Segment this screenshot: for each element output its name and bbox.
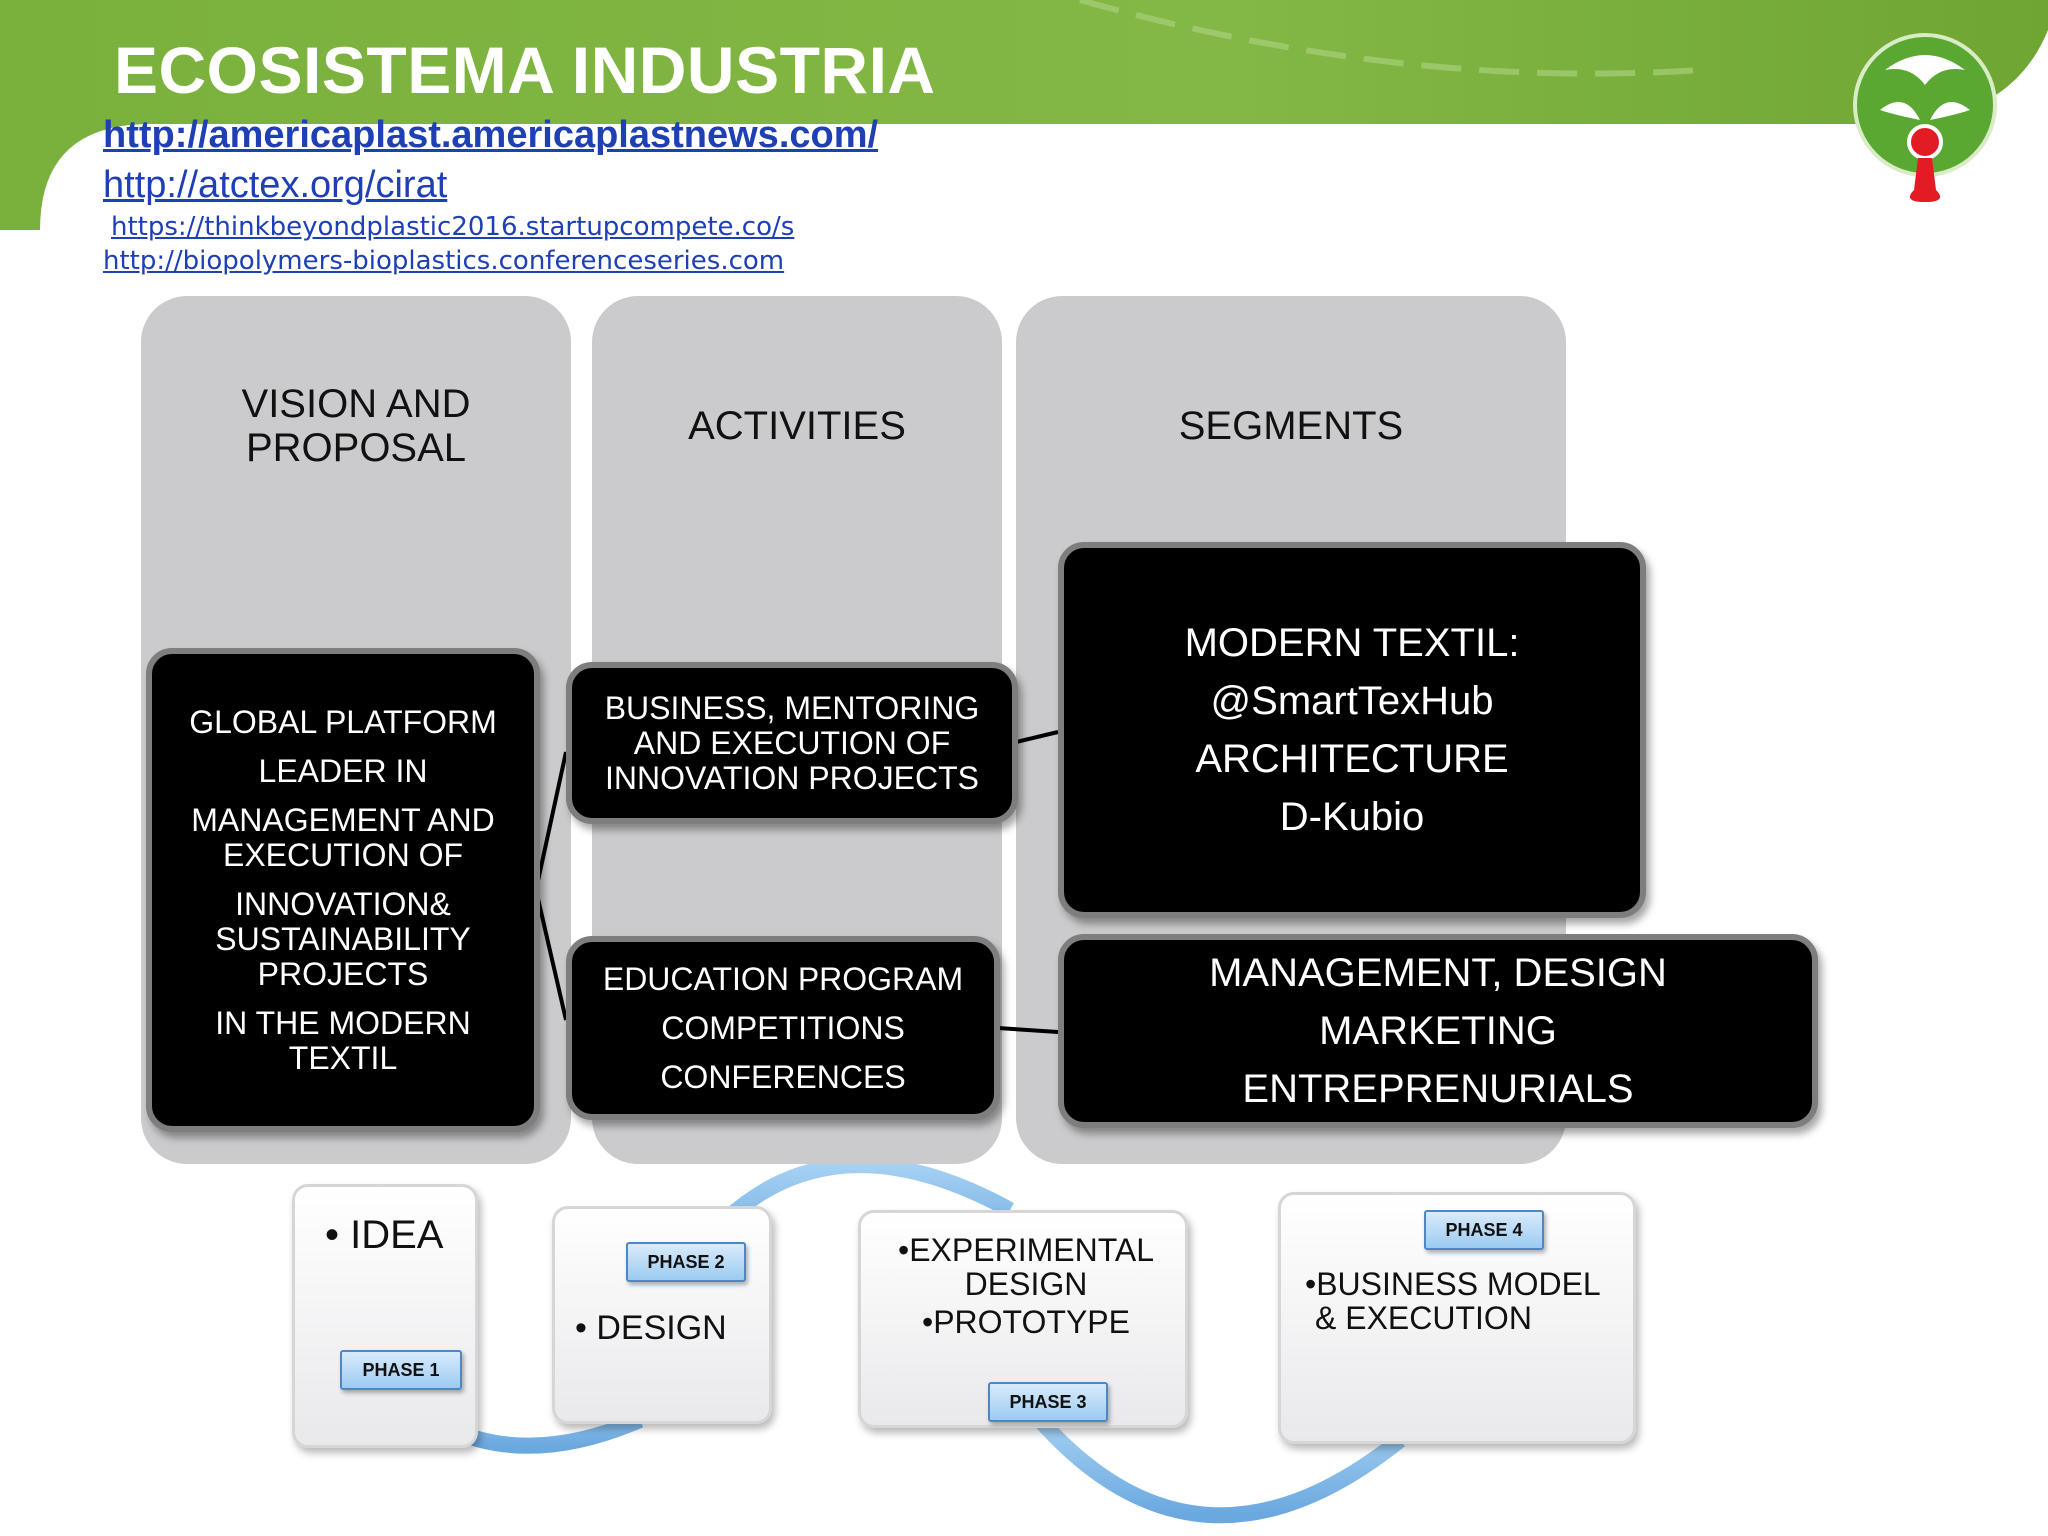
phase-4-line-2: & EXECUTION: [1315, 1300, 1532, 1336]
phase-1-text: • IDEA: [325, 1213, 444, 1257]
phase-4-line-1: •BUSINESS MODEL: [1305, 1266, 1601, 1302]
connector-platform-education: [534, 889, 568, 1021]
column-heading-activities: ACTIVITIES: [688, 404, 906, 448]
link-thinkbeyondplastic[interactable]: https://thinkbeyondplastic2016.startupco…: [111, 212, 795, 242]
box-global-platform: GLOBAL PLATFORM LEADER IN MANAGEMENT AND…: [146, 648, 540, 1132]
platform-line-8: IN THE MODERN: [215, 1004, 471, 1041]
column-heading-segments: SEGMENTS: [1178, 404, 1404, 448]
education-line-2: COMPETITIONS: [661, 1009, 905, 1046]
management-line-2: MARKETING: [1319, 1009, 1557, 1053]
business-line-1: BUSINESS, MENTORING: [604, 689, 980, 726]
phase-3-line-1: •EXPERIMENTAL: [898, 1232, 1154, 1268]
box-business-mentoring: BUSINESS, MENTORING AND EXECUTION OF INN…: [566, 662, 1018, 824]
link-biopolymers[interactable]: http://biopolymers-bioplastics.conferenc…: [103, 246, 785, 276]
education-line-1: EDUCATION PROGRAM: [602, 960, 964, 997]
phase-2-badge: PHASE 2: [626, 1242, 746, 1282]
page-title: ECOSISTEMA INDUSTRIA: [114, 33, 936, 107]
connector-business-textil: [1015, 730, 1059, 744]
link-atctex[interactable]: http://atctex.org/cirat: [103, 164, 448, 206]
platform-line-4: EXECUTION OF: [222, 836, 463, 873]
textil-line-3: ARCHITECTURE: [1195, 737, 1509, 781]
platform-line-7: PROJECTS: [257, 955, 429, 992]
banner-swoosh: [1079, 0, 1701, 77]
heading-vision-line-1: VISION AND: [241, 382, 471, 426]
business-line-3: INNOVATION PROJECTS: [605, 759, 979, 796]
platform-line-2: LEADER IN: [258, 752, 428, 789]
platform-line-3: MANAGEMENT AND: [191, 801, 495, 838]
phase-3-badge: PHASE 3: [988, 1382, 1108, 1422]
platform-line-5: INNOVATION&: [235, 885, 451, 922]
box-education-program: EDUCATION PROGRAM COMPETITIONS CONFERENC…: [566, 936, 1000, 1120]
connector-education-management: [997, 1026, 1059, 1034]
textil-line-2: @SmartTexHub: [1210, 679, 1494, 723]
box-modern-textil: MODERN TEXTIL: @SmartTexHub ARCHITECTURE…: [1058, 542, 1646, 918]
business-line-2: AND EXECUTION OF: [633, 724, 951, 761]
management-line-1: MANAGEMENT, DESIGN: [1209, 951, 1667, 995]
phase-1-badge: PHASE 1: [340, 1350, 462, 1390]
textil-line-1: MODERN TEXTIL:: [1184, 621, 1520, 665]
platform-line-1: GLOBAL PLATFORM: [189, 703, 497, 740]
platform-line-9: TEXTIL: [288, 1039, 398, 1076]
phase-2-text: • DESIGN: [575, 1309, 727, 1347]
phase-4-badge: PHASE 4: [1424, 1210, 1544, 1250]
management-line-3: ENTREPRENURIALS: [1242, 1067, 1634, 1111]
textil-line-4: D-Kubio: [1279, 795, 1425, 839]
connector-platform-business: [534, 751, 568, 891]
heading-vision-line-2: PROPOSAL: [245, 426, 467, 470]
platform-line-6: SUSTAINABILITY: [215, 920, 471, 957]
phase-4-text: •BUSINESS MODEL & EXECUTION: [1305, 1267, 1601, 1335]
education-line-3: CONFERENCES: [660, 1058, 906, 1095]
phase-3-line-3: •PROTOTYPE: [922, 1304, 1130, 1340]
phase-card-1: • IDEA: [292, 1184, 478, 1448]
column-heading-vision: VISION AND PROPOSAL: [141, 382, 571, 470]
box-management-design: MANAGEMENT, DESIGN MARKETING ENTREPRENUR…: [1058, 934, 1818, 1128]
phase-card-2: • DESIGN: [552, 1206, 772, 1424]
phase-arc-3: [1034, 1414, 1405, 1524]
green-tree-logo: [1853, 33, 1997, 202]
phase-3-text: •EXPERIMENTAL DESIGN •PROTOTYPE: [861, 1233, 1191, 1339]
link-americaplast[interactable]: http://americaplast.americaplastnews.com…: [103, 114, 879, 156]
phase-3-line-2: DESIGN: [964, 1266, 1088, 1302]
